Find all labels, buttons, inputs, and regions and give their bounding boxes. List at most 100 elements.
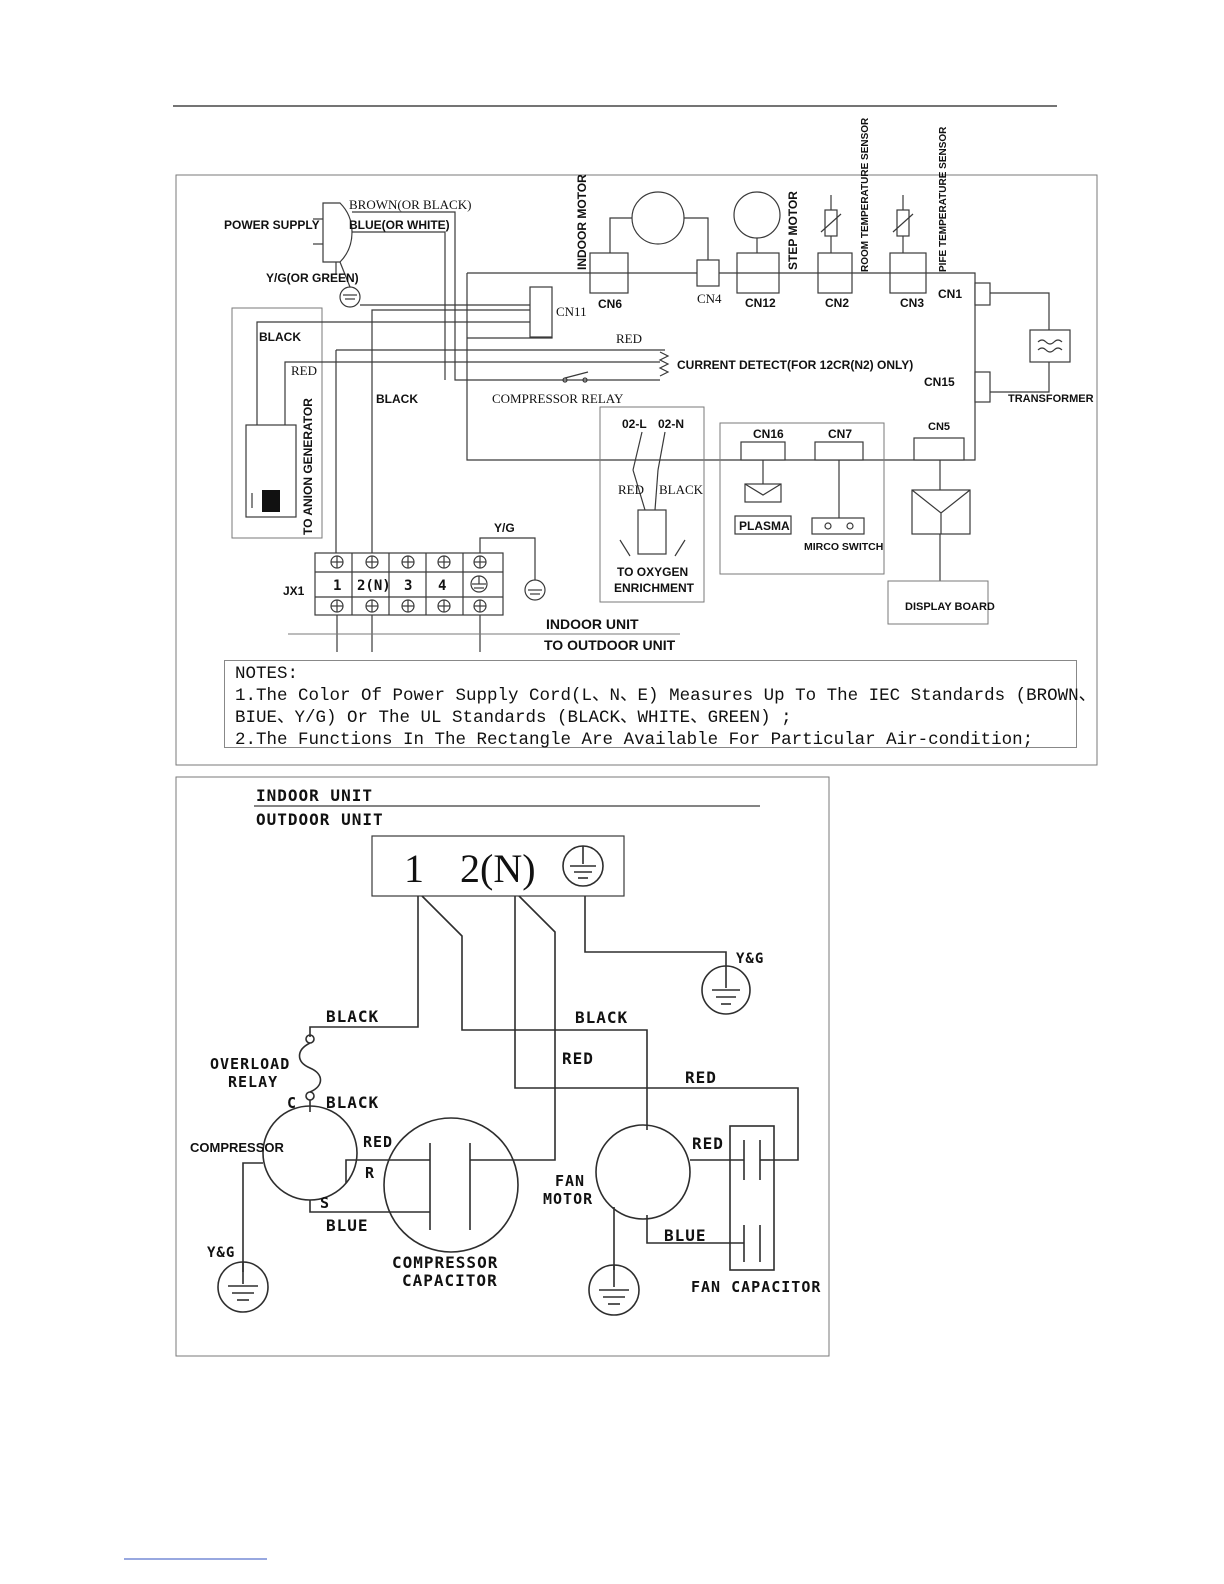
pipe-sensor-label: PIFE TEMPERATURE SENSOR	[938, 126, 949, 272]
compressor-relay-label: COMPRESSOR RELAY	[492, 391, 624, 406]
notes-title: NOTES:	[235, 664, 299, 684]
step-motor-label: STEP MOTOR	[786, 191, 800, 270]
notes-line-2: BIUE、Y/G) Or The UL Standards (BLACK、WHI…	[235, 708, 792, 728]
cn6-label: CN6	[598, 297, 622, 311]
black-c-label: BLACK	[326, 1093, 379, 1112]
red-b-label: RED	[685, 1068, 717, 1087]
black-label-1: BLACK	[259, 330, 301, 344]
black-o2-label: BLACK	[659, 482, 704, 497]
anion-block-icon	[262, 490, 280, 512]
oxygen-box	[599, 406, 705, 603]
cn3-label: CN3	[900, 296, 924, 310]
ground-icon	[339, 286, 361, 308]
plasma-label: PLASMA	[739, 519, 790, 533]
indoor-motor-label: INDOOR MOTOR	[575, 174, 589, 270]
cn7-label: CN7	[828, 427, 852, 441]
step-motor	[733, 191, 781, 239]
fan-motor	[595, 1124, 691, 1220]
oxygen-label-1: TO OXYGEN	[617, 565, 688, 579]
to-outdoor-label: TO OUTDOOR UNIT	[544, 637, 676, 653]
yg-top-ground-icon	[701, 965, 751, 1015]
jx1-terminal-block	[314, 552, 504, 616]
cn7-connector	[814, 441, 864, 461]
micro-switch-label: MIRCO SWITCH	[804, 541, 883, 553]
outdoor-terminal-2: 2(N)	[460, 846, 536, 891]
black-b-label: BLACK	[575, 1008, 628, 1027]
transformer-label: TRANSFORMER	[1008, 393, 1094, 405]
cn2-label: CN2	[825, 296, 849, 310]
cn4-connector	[696, 259, 720, 287]
terminal-2-label: 2(N)	[357, 578, 391, 594]
yg-ground-icon	[524, 579, 546, 601]
red-d-label: RED	[692, 1134, 724, 1153]
notes-line-3: 2.The Functions In The Rectangle Are Ava…	[235, 730, 1034, 750]
cn1-label: CN1	[938, 287, 962, 301]
transformer-icon	[1029, 329, 1071, 363]
cn11-label: CN11	[556, 304, 587, 319]
current-detect-label: CURRENT DETECT(FOR 12CR(N2) ONLY)	[677, 358, 913, 372]
overload-label-2: RELAY	[228, 1073, 278, 1091]
red-a-label: RED	[562, 1049, 594, 1068]
cn4-label: CN4	[697, 291, 722, 306]
terminal-3-label: 3	[404, 578, 413, 594]
overload-label-1: OVERLOAD	[210, 1055, 290, 1073]
cn16-connector	[740, 441, 786, 461]
anion-generator-box	[231, 307, 323, 539]
cn15-label: CN15	[924, 375, 955, 389]
oxygen-generator	[637, 509, 667, 555]
blue-b-label: BLUE	[664, 1226, 707, 1245]
yg-green-label: Y/G(OR GREEN)	[266, 271, 359, 285]
jx1-label: JX1	[283, 584, 305, 598]
plasma-label-box	[734, 515, 792, 535]
overload-relay-coil	[298, 1042, 322, 1093]
room-sensor-label: ROOM TEMPERATURE SENSOR	[860, 117, 871, 272]
red-top-label: RED	[616, 331, 642, 346]
yg-top-label: Y&G	[736, 951, 764, 967]
c-label: C	[287, 1094, 297, 1112]
red-o2-label: RED	[618, 482, 644, 497]
yg-left-label: Y&G	[207, 1245, 235, 1261]
r-label: R	[365, 1164, 375, 1182]
control-board	[466, 272, 976, 461]
outdoor-terminal-1: 1	[404, 846, 424, 891]
red-c-label: RED	[363, 1133, 393, 1151]
blue-label: BLUE(OR WHITE)	[349, 218, 450, 232]
red-label-1: RED	[291, 363, 317, 378]
black-label-2: BLACK	[376, 392, 418, 406]
power-supply-label: POWER SUPPLY	[224, 218, 320, 232]
s-label: S	[320, 1194, 330, 1212]
lower-frame	[175, 776, 830, 1357]
display-board-label: DISPLAY BOARD	[905, 601, 995, 613]
power-plug	[322, 202, 353, 263]
indoor-unit-label: INDOOR UNIT	[546, 616, 639, 632]
cn12-label: CN12	[745, 296, 776, 310]
yg-label: Y/G	[494, 521, 515, 535]
o2l-label: 02-L	[622, 417, 647, 431]
brown-label: BROWN(OR BLACK)	[349, 197, 471, 212]
fan-capacitor	[729, 1125, 775, 1271]
fan-cap-label: FAN CAPACITOR	[691, 1278, 821, 1296]
cn11-connector	[529, 286, 553, 338]
fan-label-1: FAN	[555, 1172, 585, 1190]
micro-switch-icon	[811, 517, 865, 535]
lower-outdoor-label: OUTDOOR UNIT	[256, 810, 384, 829]
terminal-1-label: 1	[333, 578, 342, 594]
black-a-label: BLACK	[326, 1007, 379, 1026]
cn15-connector	[974, 371, 991, 403]
plasma-icon	[744, 483, 782, 503]
notes-box: NOTES: 1.The Color Of Power Supply Cord(…	[224, 660, 1097, 750]
display-board	[887, 580, 989, 625]
compressor-label: COMPRESSOR	[190, 1140, 285, 1155]
cn16-label: CN16	[753, 427, 784, 441]
overload-contact-bottom	[305, 1091, 315, 1101]
cn5-label: CN5	[928, 421, 950, 433]
notes-line-1: 1.The Color Of Power Supply Cord(L、N、E) …	[235, 686, 1097, 706]
oxygen-label-2: ENRICHMENT	[614, 581, 695, 595]
comp-cap-label-2: CAPACITOR	[402, 1271, 498, 1290]
blue-a-label: BLUE	[326, 1216, 369, 1235]
upper-frame	[175, 174, 1098, 766]
indoor-motor	[631, 191, 685, 245]
comp-cap-label-1: COMPRESSOR	[392, 1253, 498, 1272]
fan-label-2: MOTOR	[543, 1190, 593, 1208]
